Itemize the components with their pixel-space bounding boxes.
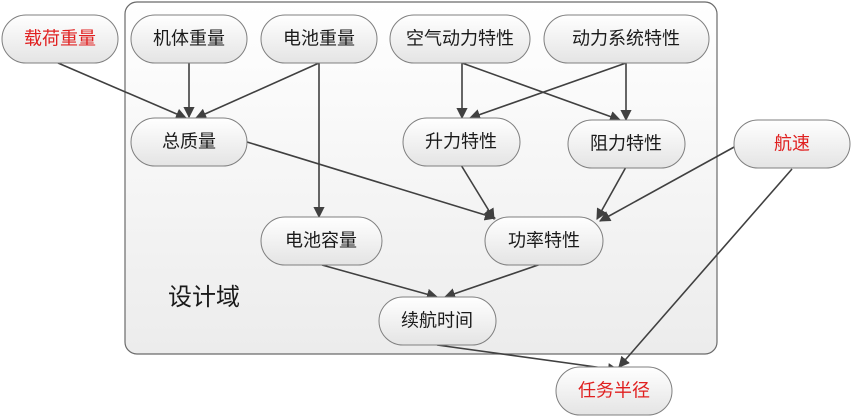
node-shape [567, 119, 686, 169]
node-label: 任务半径 [578, 381, 650, 402]
edge-power-to-endurance [443, 262, 545, 300]
node-label: 功率特性 [508, 231, 580, 252]
edges [57, 62, 793, 375]
node-label: 空气动力特性 [406, 29, 514, 50]
node-drag: 阻力特性 [567, 119, 686, 169]
node-shape [543, 14, 710, 64]
edge-capacity-to-endurance [321, 264, 439, 300]
node-cruise-speed: 航速 [733, 119, 851, 169]
node-label: 航速 [774, 134, 810, 155]
node-total-mass: 总质量 [130, 117, 248, 167]
node-power: 功率特性 [484, 216, 604, 266]
node-label: 机体重量 [153, 29, 225, 50]
edge-payload-to-total-mass [57, 62, 188, 120]
node-lift: 升力特性 [402, 117, 521, 167]
edge-speed-to-power [599, 145, 737, 222]
node-mission-radius: 任务半径 [555, 366, 673, 416]
node-shape [130, 14, 248, 64]
node-shape [402, 117, 521, 167]
node-shape [130, 117, 248, 167]
node-payload-weight: 载荷重量 [1, 14, 119, 64]
node-aerodynamics: 空气动力特性 [389, 14, 531, 64]
node-shape [733, 119, 851, 169]
node-shape [260, 216, 383, 266]
node-shape [1, 14, 119, 64]
node-label: 阻力特性 [590, 134, 662, 155]
edge-lift-to-power [460, 164, 495, 220]
node-battery-weight: 电池重量 [260, 14, 378, 64]
node-endurance: 续航时间 [378, 296, 497, 346]
design-domain-label: 设计域 [168, 283, 240, 311]
node-battery-capacity: 电池容量 [260, 216, 383, 266]
edge-aero-to-drag [461, 62, 622, 122]
node-label: 续航时间 [401, 311, 473, 332]
node-shape [484, 216, 604, 266]
node-propulsion: 动力系统特性 [543, 14, 710, 64]
design-domain-box [124, 1, 718, 355]
node-label: 总质量 [162, 132, 216, 153]
edge-total-mass-to-power [246, 141, 497, 221]
node-label: 动力系统特性 [572, 29, 680, 50]
node-shape [555, 366, 673, 416]
node-label: 升力特性 [425, 132, 497, 153]
edge-endurance-to-radius [436, 344, 620, 375]
edge-battery-weight-to-total-mass [194, 62, 320, 119]
node-airframe-weight: 机体重量 [130, 14, 248, 64]
node-label: 电池重量 [283, 29, 355, 50]
node-label: 电池容量 [285, 231, 357, 252]
node-shape [260, 14, 378, 64]
edge-speed-to-radius [618, 168, 793, 368]
node-shape [378, 296, 497, 346]
node-shape [389, 14, 531, 64]
edge-drag-to-power [596, 166, 627, 220]
node-label: 载荷重量 [24, 29, 96, 50]
edge-propulsion-to-lift [468, 62, 627, 120]
